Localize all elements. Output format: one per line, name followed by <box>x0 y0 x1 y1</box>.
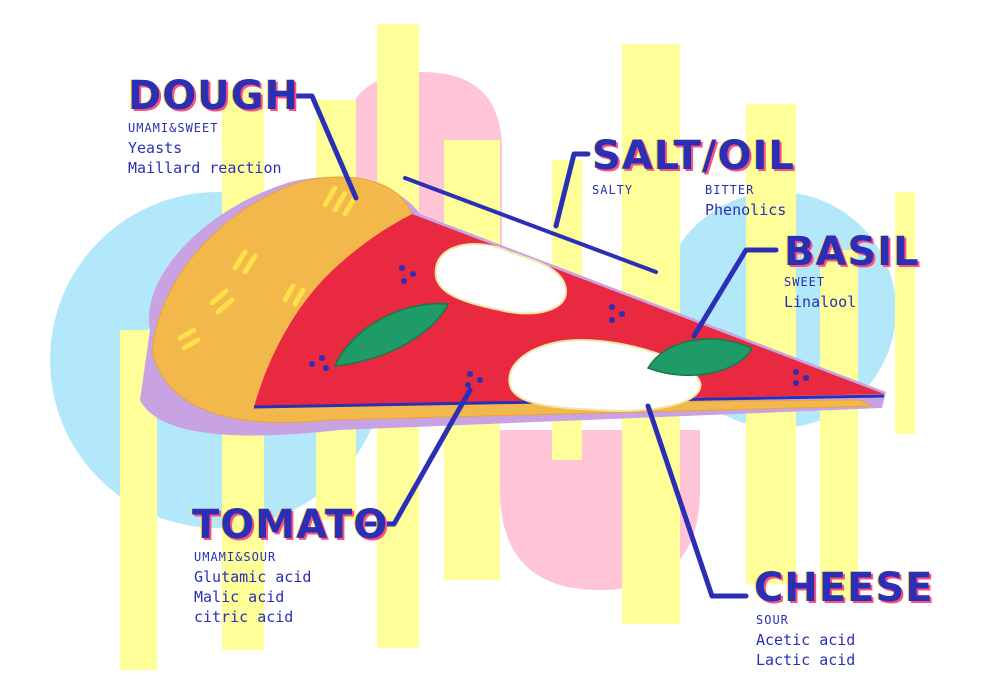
yellow-band <box>820 250 858 600</box>
mozzarella-blob-icon <box>508 338 702 412</box>
tomato-line-4: citric acid <box>194 608 294 626</box>
tomato-line-2: Glutamic acid <box>194 568 312 586</box>
cheese-line-2: Acetic acid <box>756 631 856 649</box>
crust-marks <box>177 185 358 351</box>
basil-notes: SWEET Linalool <box>784 272 856 312</box>
dough-line-3: Maillard reaction <box>128 159 282 177</box>
basil-leaf-icon <box>333 302 450 367</box>
cheese-line-1: SOUR <box>756 613 789 627</box>
dough-title: DOUGH <box>128 73 299 119</box>
cheese-leader <box>645 403 749 599</box>
salt-oil-col2-line-1: BITTER <box>705 183 755 197</box>
dough-notes: UMAMI&SWEET Yeasts Maillard reaction <box>128 118 282 178</box>
dough-line-2: Yeasts <box>128 139 183 157</box>
salt-oil-col2-line-2: Phenolics <box>705 201 787 219</box>
tomato-line-3: Malic acid <box>194 588 285 606</box>
salt-oil-notes-col1: SALTY <box>592 180 633 200</box>
oregano-dots <box>309 265 809 388</box>
leader-lines <box>285 93 779 599</box>
salt-oil-col1-line-1: SALTY <box>592 183 634 197</box>
cheese-title: CHEESE <box>754 565 934 611</box>
salt-oil-leader <box>553 151 591 229</box>
crust-top-line <box>403 176 658 274</box>
cheese-line-3: Lactic acid <box>756 651 856 669</box>
dough-line-1: UMAMI&SWEET <box>128 121 219 135</box>
basil-line-1: SWEET <box>784 275 826 289</box>
mozzarella-blob-icon <box>434 243 568 315</box>
pizza-slice <box>140 176 886 436</box>
tomato-leader <box>363 387 473 527</box>
tomato-title: TOMATO <box>192 502 389 548</box>
dough-leader <box>285 93 359 201</box>
basil-leader <box>691 247 779 339</box>
tomato-line-1: UMAMI&SOUR <box>194 550 277 564</box>
yellow-band <box>895 192 915 434</box>
salt-oil-title: SALT/OIL <box>592 133 795 179</box>
basil-title: BASIL <box>784 229 920 275</box>
basil-leaf-icon <box>646 338 754 377</box>
salt-oil-notes-col2: BITTER Phenolics <box>705 180 786 220</box>
cheese-notes: SOUR Acetic acid Lactic acid <box>756 610 855 670</box>
tomato-notes: UMAMI&SOUR Glutamic acid Malic acid citr… <box>194 547 311 627</box>
basil-line-2: Linalool <box>784 293 857 311</box>
